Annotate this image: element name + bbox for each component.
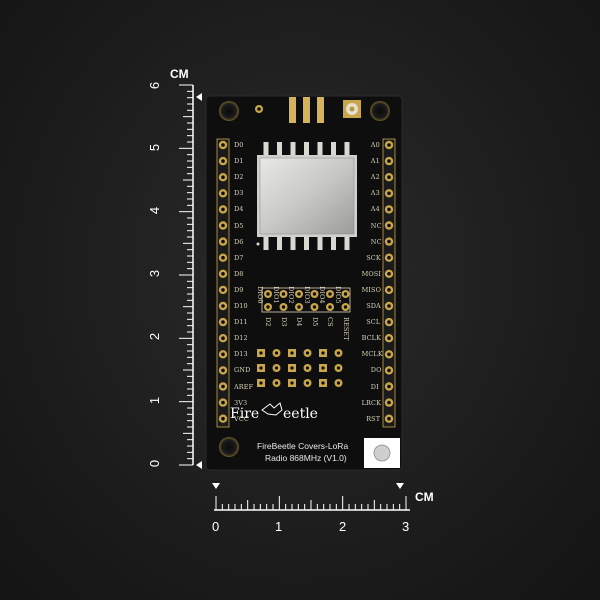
pin-label-left: D4: [234, 205, 244, 214]
ruler-number: 5: [147, 143, 163, 152]
gpio-label: D5: [310, 317, 319, 327]
pin-label-right: A0: [370, 141, 380, 149]
gpio-label: D3: [279, 317, 288, 327]
pin-label-left: D13: [234, 350, 248, 359]
pin-label-right: A2: [370, 173, 380, 182]
gpio-label: D4: [295, 317, 303, 327]
ruler-number: 2: [147, 332, 163, 341]
pin-label-right: SCL: [366, 318, 381, 327]
pin-label-right: MISO: [361, 285, 381, 294]
pin-label-left: AREF: [234, 382, 254, 391]
ufl-connector: [343, 100, 361, 118]
pin-label-left: 3V3: [234, 398, 248, 407]
board-title-line2: Radio 868MHz (V1.0): [265, 453, 347, 463]
pin-label-right: A1: [370, 157, 380, 166]
pin-label-left: D7: [234, 253, 244, 262]
pin-label-left: D12: [234, 334, 248, 343]
vertical-ruler: [179, 84, 202, 469]
pin-label-right: DI: [370, 382, 379, 391]
ruler-marker-bottom: [196, 461, 202, 469]
vertical-ruler-unit: CM: [170, 67, 189, 81]
ruler-marker-right: [396, 483, 404, 489]
gpio-label: RESET: [341, 317, 350, 341]
pin-label-left: GND: [234, 366, 251, 375]
dio-label: DIO3: [302, 286, 311, 304]
gpio-label: D2: [264, 317, 272, 327]
ruler-number: 1: [275, 519, 283, 534]
mounting-hole: [219, 437, 239, 457]
ruler-number: 3: [402, 519, 410, 534]
pin-label-left: D6: [234, 237, 244, 246]
pin-label-left: D9: [234, 285, 244, 294]
pin-label-right: A3: [370, 189, 380, 198]
pin-label-right: NC: [370, 237, 382, 246]
horizontal-ruler: [212, 483, 410, 511]
pin-label-left: VCC: [234, 414, 249, 423]
ruler-number: 1: [147, 396, 163, 405]
pin-label-right: LRCK: [361, 398, 382, 407]
firebeetle-logo: Fire: [230, 406, 259, 422]
pin-label-left: D2: [234, 173, 244, 182]
ruler-number: 0: [212, 519, 220, 534]
dio-label: DIO5: [333, 286, 342, 304]
ruler-number: 6: [147, 81, 163, 90]
dio-label: DIO2: [287, 286, 295, 304]
pin-label-left: D11: [234, 318, 248, 327]
horizontal-ruler-unit: CM: [415, 490, 434, 504]
ruler-marker-top: [196, 93, 202, 101]
ruler-number: 2: [339, 519, 347, 534]
antenna-pads: [289, 97, 324, 123]
mounting-hole: [219, 101, 239, 121]
pin-label-right: MOSI: [361, 269, 381, 278]
dio-label: DIO4: [318, 286, 326, 304]
pin-label-left: D3: [234, 189, 244, 198]
pin-label-left: D1: [234, 157, 244, 166]
svg-text:eetle: eetle: [283, 406, 318, 422]
ruler-number: 3: [147, 269, 163, 278]
dio-label: DIO1: [271, 286, 280, 304]
board-title-line1: FireBeetle Covers-LoRa: [257, 441, 349, 451]
pin-label-right: SCK: [366, 253, 381, 262]
pin-label-right: BCLK: [361, 334, 382, 343]
pin-label-right: A4: [370, 205, 380, 214]
mounting-hole: [370, 101, 390, 121]
pcb-board: Fire eetle: [205, 95, 403, 471]
ruler-number: 4: [147, 206, 163, 215]
ruler-marker-left: [212, 483, 220, 489]
pin-label-right: DO: [370, 366, 382, 375]
pin-label-right: RST: [366, 414, 381, 423]
pin-label-right: NC: [370, 221, 382, 230]
pin-label-right: MCLK: [361, 350, 383, 359]
dio-label: DIO0: [256, 286, 264, 304]
pin-label-right: SDA: [366, 302, 381, 310]
pin-label-left: D8: [234, 269, 244, 278]
pin-label-left: D0: [234, 141, 244, 149]
pin-label-left: D5: [234, 221, 244, 230]
pin-label-left: D10: [234, 302, 248, 310]
gpio-label: CS: [326, 317, 334, 327]
ruler-number: 0: [147, 459, 163, 468]
lora-module: [257, 142, 357, 250]
